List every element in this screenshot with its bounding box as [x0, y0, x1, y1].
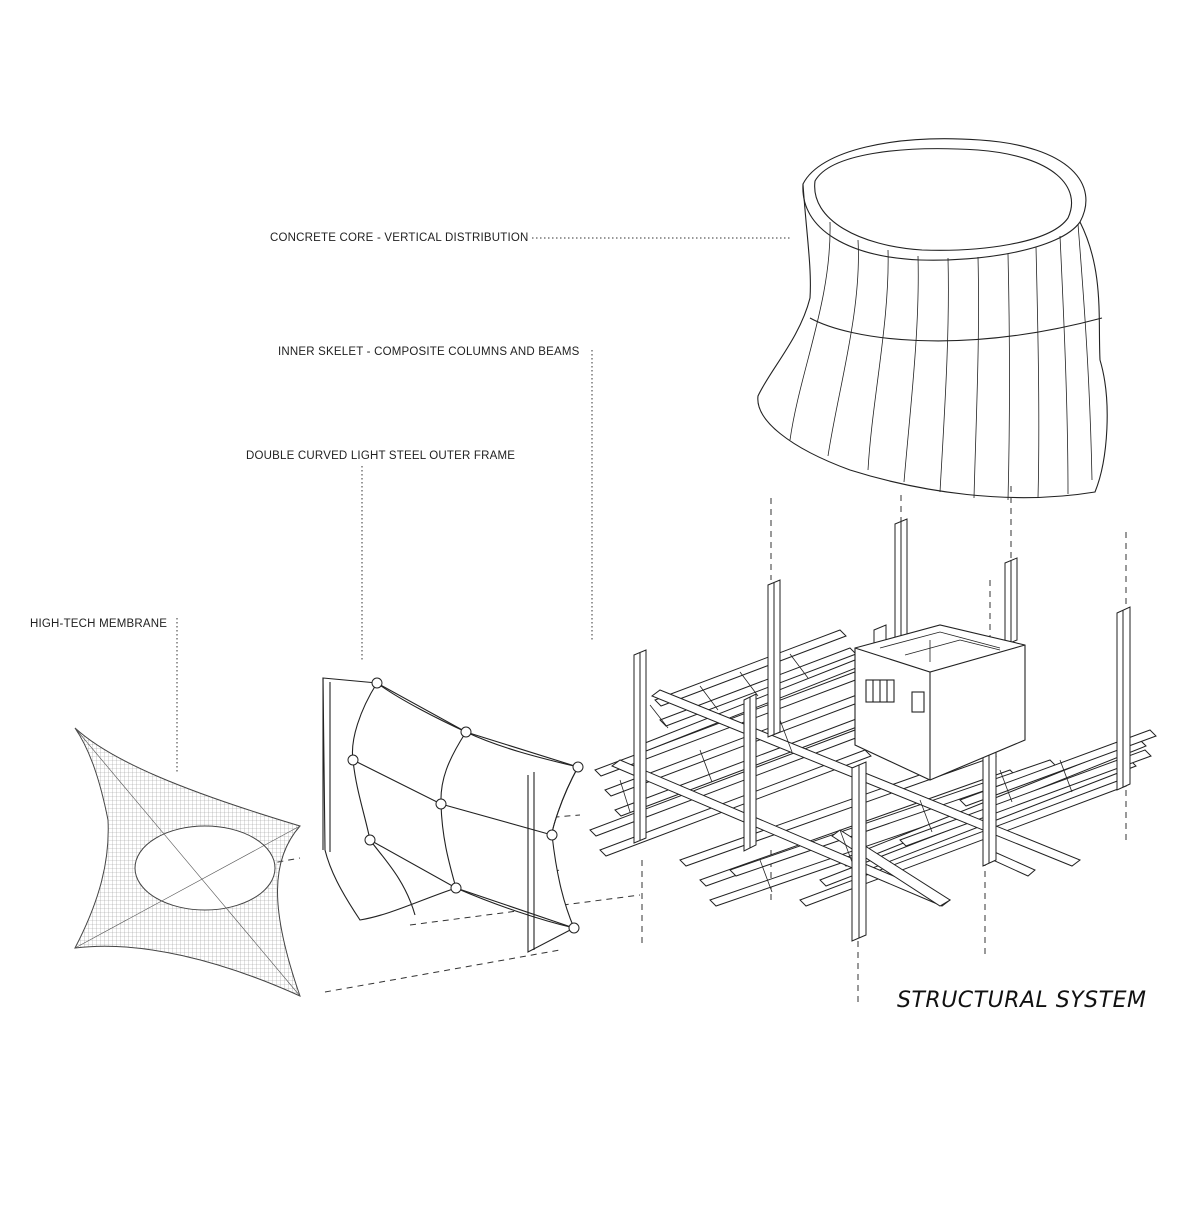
concrete-core	[757, 138, 1108, 501]
label-membrane: HIGH-TECH MEMBRANE	[30, 618, 168, 630]
label-outer-frame: DOUBLE CURVED LIGHT STEEL OUTER FRAME	[246, 450, 516, 462]
core-box	[854, 624, 1026, 781]
label-inner-skelet: INNER SKELET - COMPOSITE COLUMNS AND BEA…	[278, 346, 580, 358]
outer-frame	[322, 677, 584, 953]
leader-lines	[176, 237, 792, 772]
label-concrete-core: CONCRETE CORE - VERTICAL DISTRIBUTION	[270, 232, 529, 244]
diagram-title: STRUCTURAL SYSTEM	[897, 988, 1147, 1013]
membrane	[74, 727, 301, 997]
inner-skelet-beams	[589, 629, 1157, 907]
